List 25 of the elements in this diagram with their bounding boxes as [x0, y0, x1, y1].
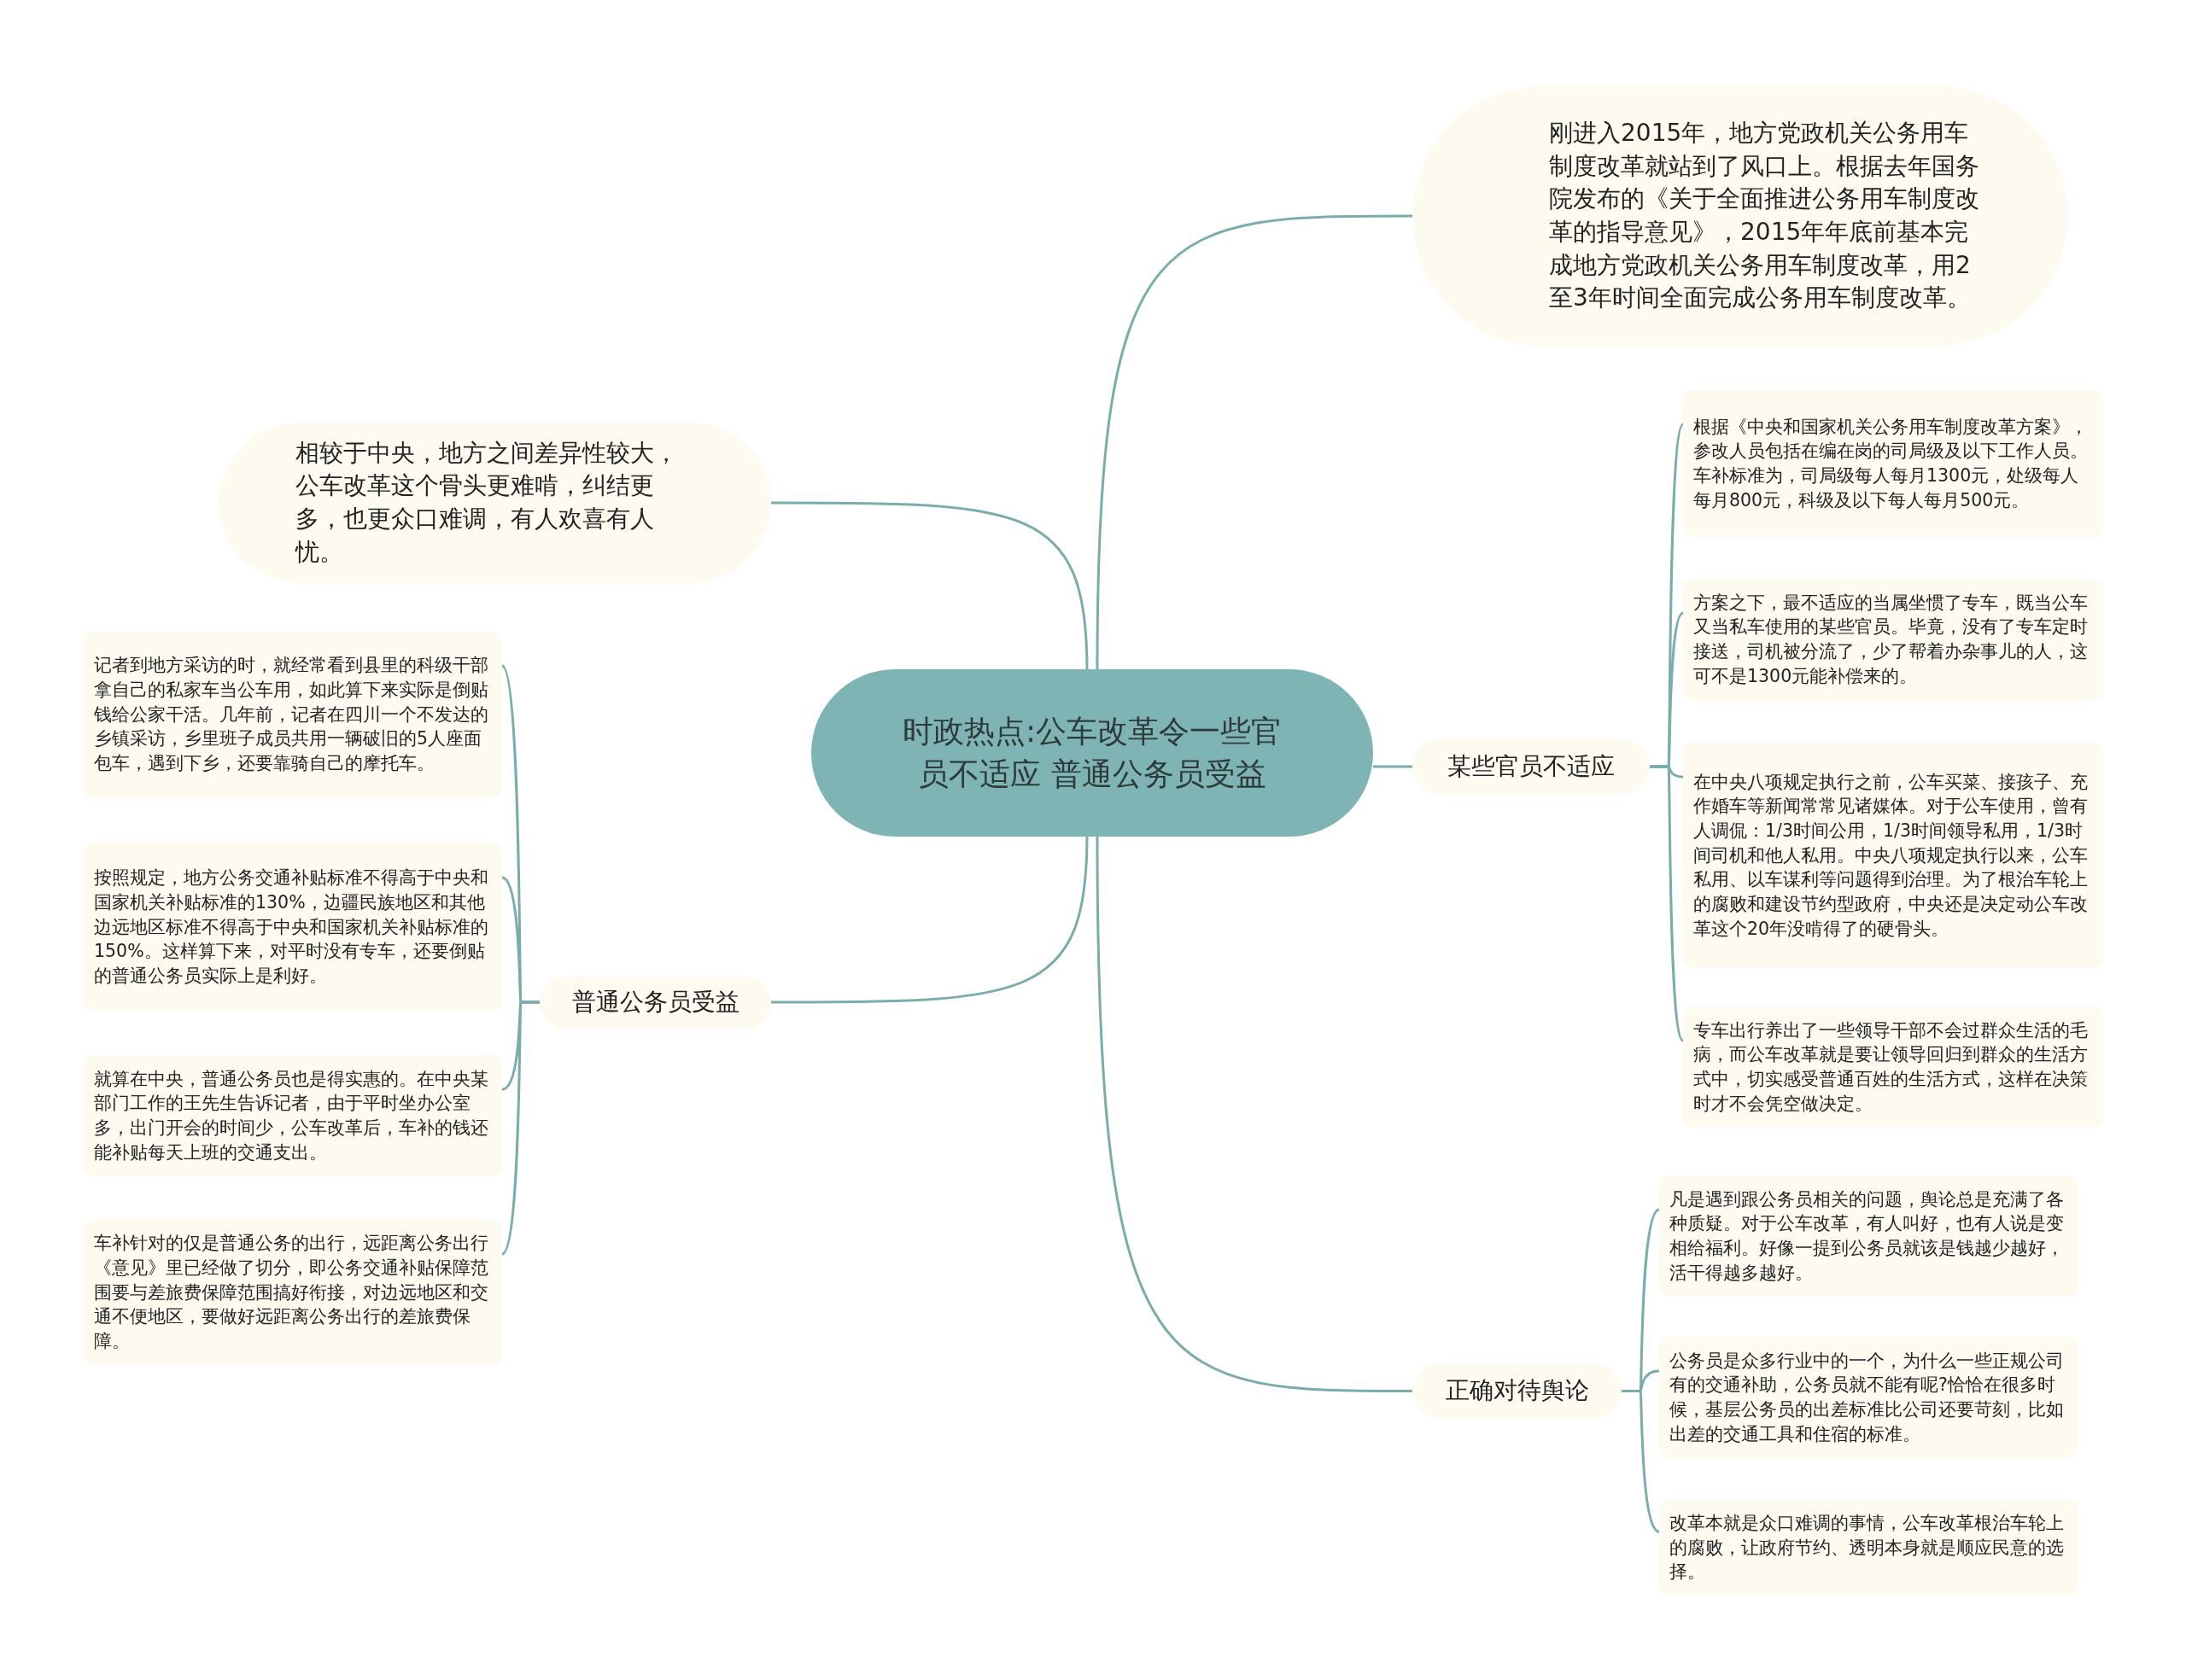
branch-topic: 正确对待舆论 [1412, 1363, 1622, 1419]
note-card: 车补针对的仅是普通公务的出行，远距离公务出行《意见》里已经做了切分，即公务交通补贴保障范围要与差旅费保障范围搞好衔接，对边远地区和交通不便地区，要做好远距离公务出行的差旅费保障。 [84, 1220, 502, 1365]
connector-line [771, 501, 1089, 670]
note-card: 凡是遇到跟公务员相关的问题，舆论总是充满了各种质疑。对于公车改革，有人叫好，也有人说是变相给福利。好像一提到公务员就该是钱越少越好，活干得越多越好。 [1659, 1175, 2078, 1297]
connector-line [1373, 765, 1412, 768]
topic-bubble: 相较于中央，地方之间差异性较大，公车改革这个骨头更难啃，纠结更多，也更众口难调，有人欢喜有人忧。 [219, 423, 771, 583]
connector-line [1096, 837, 1412, 1392]
branch-topic: 普通公务员受益 [540, 976, 771, 1029]
connector-line [500, 1000, 540, 1255]
note-card: 根据《中央和国家机关公务用车制度改革方案》，参改人员包括在编在岗的司局级及以下工作人员。车补标准为，司局级每人每月1300元，处级每人每月800元，科级及以下每人每月500元。 [1683, 390, 2103, 537]
note-card: 公务员是众多行业中的一个，为什么一些正规公司有的交通补助，公务员就不能有呢?恰恰在很多时候，基层公务员的出差标准比公司还要苛刻，比如出差的交通工具和住宿的标准。 [1659, 1337, 2078, 1458]
note-card: 就算在中央，普通公务员也是得实惠的。在中央某部门工作的王先生告诉记者，由于平时坐办公室多，出门开会的时间少，公车改革后，车补的钱还能补贴每天上班的交通支出。 [84, 1055, 502, 1176]
note-card: 改革本就是众口难调的事情，公车改革根治车轮上的腐败，让政府节约、透明本身就是顺应民意的选择。 [1659, 1500, 2078, 1595]
note-card: 方案之下，最不适应的当属坐惯了专车，既当公车又当私车使用的某些官员。毕竟，没有了专车定时接送，司机被分流了，少了帮着办杂事儿的人，这可不是1300元能补偿来的。 [1683, 579, 2103, 700]
note-card: 按照规定，地方公务交通补贴标准不得高于中央和国家机关补贴标准的130%，边疆民族地区和其他边远地区标准不得高于中央和国家机关补贴标准的150%。这样算下来，对平时没有专车，还要倒贴的普通公务员实际上是利好。 [84, 843, 502, 1011]
note-card: 记者到地方采访的时，就经常看到县里的科级干部拿自己的私家车当公车用，如此算下来实际是倒贴钱给公家干活。几年前，记者在四川一个不发达的乡镇采访，乡里班子成员共用一辆破旧的5人座面包车，遇到下乡，还要靠骑自己的摩托车。 [84, 632, 502, 797]
connector-line [771, 836, 1089, 1004]
note-card: 专车出行养出了一些领导干部不会过群众生活的毛病，而公车改革就是要让领导回归到群众的生活方式中，切实感受普通百姓的生活方式，这样在决策时才不会凭空做决定。 [1683, 1006, 2103, 1128]
branch-topic: 某些官员不适应 [1412, 738, 1650, 795]
connector-line [1650, 765, 1685, 1041]
central-topic: 时政热点:公车改革令一些官员不适应 普通公务员受益 [811, 669, 1373, 837]
connector-line [1622, 1390, 1660, 1533]
connector-line [1096, 214, 1412, 669]
topic-bubble: 刚进入2015年，地方党政机关公务用车制度改革就站到了风口上。根据去年国务院发布的《关于全面推进公务用车制度改革的指导意见》，2015年年底前基本完成地方党政机关公务用车制度改革，用2至3年时间全面完成公务用车制度改革。 [1412, 86, 2068, 346]
note-card: 在中央八项规定执行之前，公车买菜、接孩子、充作婚车等新闻常常见诸媒体。对于公车使用，曾有人调侃：1/3时间公用，1/3时间领导私用，1/3时间司机和他人私用。中央八项规定执行以来，公车私用、以车谋利等问题得到治理。为了根治车轮上的腐败和建设节约型政府，中央还是决定动公车改革这个20年没啃得了的硬骨头。 [1683, 743, 2103, 968]
